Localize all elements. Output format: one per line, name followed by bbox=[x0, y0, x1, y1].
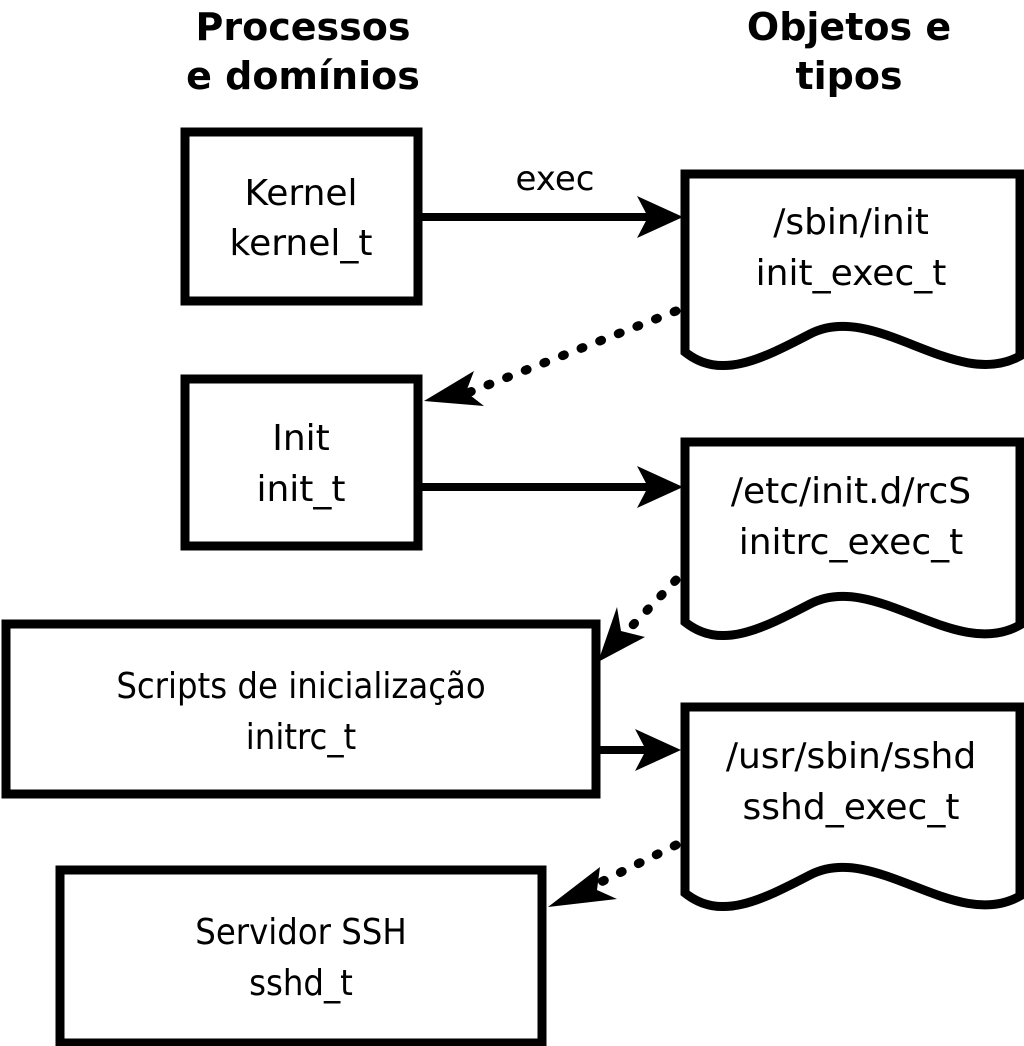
node-init-box[interactable] bbox=[180, 374, 423, 551]
node-init-exec[interactable]: /sbin/init init_exec_t bbox=[680, 169, 1024, 370]
edge-init-exec-to-init-arrowhead bbox=[424, 371, 484, 406]
edge-init-exec-to-init-line bbox=[465, 306, 681, 397]
node-init-exec-doc-shape[interactable] bbox=[680, 169, 1024, 370]
column-header-processes-line2: e domínios bbox=[186, 54, 420, 98]
edge-kernel-to-init-exec-arrowhead bbox=[637, 196, 683, 238]
node-sshd-exec-path: /usr/sbin/sshd bbox=[726, 736, 976, 777]
node-sshd-name: Servidor SSH bbox=[195, 912, 406, 953]
edge-init-to-initrc-exec bbox=[422, 466, 683, 508]
node-init-name: Init bbox=[272, 418, 330, 459]
edge-initrc-exec-to-initrc bbox=[598, 575, 681, 662]
edge-initrc-to-sshd-exec bbox=[600, 729, 681, 771]
edge-label-exec: exec bbox=[515, 159, 594, 199]
column-header-objects-line1: Objetos e bbox=[747, 5, 951, 49]
node-kernel[interactable]: Kernel kernel_t bbox=[180, 127, 423, 306]
column-header-processes: Processos e domínios bbox=[186, 5, 420, 98]
edge-kernel-to-init-exec: exec bbox=[422, 159, 683, 238]
node-sshd-exec[interactable]: /usr/sbin/sshd sshd_exec_t bbox=[680, 702, 1024, 911]
node-sshd[interactable]: Servidor SSH sshd_t bbox=[55, 865, 547, 1046]
column-header-processes-line1: Processos bbox=[196, 5, 411, 49]
edge-init-exec-to-init bbox=[424, 306, 681, 406]
edge-sshd-exec-to-sshd-arrowhead bbox=[548, 867, 617, 907]
edge-initrc-exec-to-initrc-arrowhead bbox=[598, 607, 645, 662]
node-initrc-exec-type: initrc_exec_t bbox=[739, 522, 964, 563]
edge-sshd-exec-to-sshd bbox=[548, 840, 681, 907]
node-kernel-box[interactable] bbox=[180, 127, 423, 306]
node-initrc-exec[interactable]: /etc/init.d/rcS initrc_exec_t bbox=[680, 437, 1024, 640]
node-initrc-exec-doc-shape[interactable] bbox=[680, 437, 1024, 640]
column-header-objects: Objetos e tipos bbox=[747, 5, 951, 98]
node-initrc-name: Scripts de inicialização bbox=[116, 666, 485, 707]
node-init-exec-type: init_exec_t bbox=[756, 253, 947, 294]
edge-init-to-initrc-exec-arrowhead bbox=[637, 466, 683, 508]
node-initrc-exec-path: /etc/init.d/rcS bbox=[731, 471, 971, 512]
node-initrc-type: initrc_t bbox=[246, 717, 356, 758]
node-kernel-type: kernel_t bbox=[230, 223, 373, 264]
edge-initrc-to-sshd-exec-arrowhead bbox=[635, 729, 681, 771]
node-sshd-type: sshd_t bbox=[249, 963, 353, 1004]
node-init-exec-path: /sbin/init bbox=[773, 202, 929, 243]
node-init[interactable]: Init init_t bbox=[180, 374, 423, 551]
node-sshd-box[interactable] bbox=[55, 865, 547, 1046]
node-init-type: init_t bbox=[256, 469, 345, 510]
edge-sshd-exec-to-sshd-line bbox=[592, 840, 681, 889]
node-initrc-box[interactable] bbox=[1, 619, 601, 799]
node-sshd-exec-type: sshd_exec_t bbox=[743, 787, 960, 828]
node-sshd-exec-doc-shape[interactable] bbox=[680, 702, 1024, 911]
node-kernel-name: Kernel bbox=[244, 173, 357, 214]
edge-initrc-exec-to-initrc-line bbox=[627, 575, 681, 631]
node-initrc[interactable]: Scripts de inicialização initrc_t bbox=[1, 619, 601, 799]
column-header-objects-line2: tipos bbox=[795, 54, 902, 98]
